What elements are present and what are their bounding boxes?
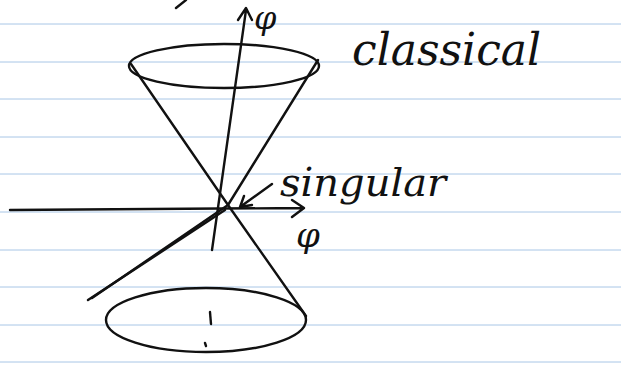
axis-tick [210,312,211,324]
cone-edge [88,210,225,300]
axis-dot [205,343,206,346]
top-ellipse [129,44,319,88]
bottom-ellipse [106,288,306,352]
axis-label: φ [296,218,320,252]
annotation-text: classical [352,28,541,72]
horizontal-axis [10,200,304,217]
paper-rules [0,24,621,362]
stray-stroke [176,0,186,8]
axis-label: φ [254,2,276,34]
leader-arrow [240,184,272,207]
annotation-text: singular [280,162,446,202]
cone-edge [131,64,306,316]
